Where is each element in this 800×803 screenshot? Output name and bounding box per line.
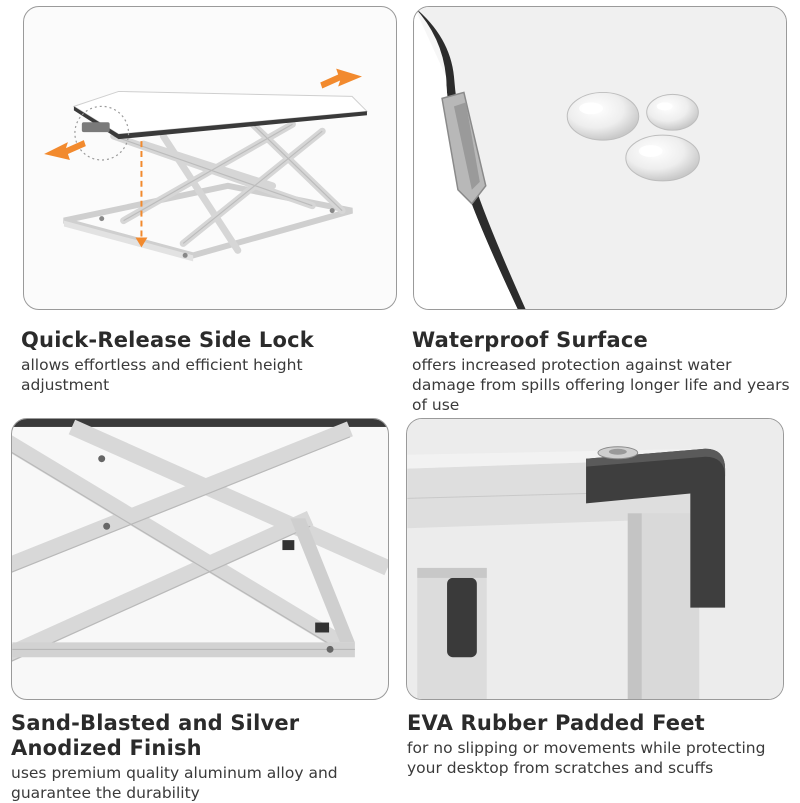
feature-waterproof: Waterproof Surface offers increased prot… bbox=[412, 328, 792, 415]
anodized-frame-image bbox=[11, 418, 389, 700]
feature-description: offers increased protection against wate… bbox=[412, 356, 790, 414]
feature-title: Waterproof Surface bbox=[412, 328, 648, 352]
feature-description: allows effortless and efficient height a… bbox=[21, 356, 303, 394]
feature-title: EVA Rubber Padded Feet bbox=[407, 711, 705, 735]
side-lock-image bbox=[23, 6, 397, 310]
waterproof-surface-image bbox=[413, 6, 787, 310]
desk-riser-illustration bbox=[44, 68, 369, 262]
rubber-feet-image bbox=[406, 418, 784, 700]
water-droplets-illustration bbox=[414, 7, 786, 309]
padded-foot-illustration bbox=[407, 419, 783, 699]
feature-title: Sand-Blasted and Silver Anodized Finish bbox=[11, 711, 300, 760]
scissor-frame-illustration bbox=[12, 419, 388, 662]
feature-description: uses premium quality aluminum alloy and … bbox=[11, 764, 338, 802]
feature-side-lock: Quick-Release Side Lock allows effortles… bbox=[21, 328, 391, 395]
feature-title: Quick-Release Side Lock bbox=[21, 328, 314, 352]
feature-rubber-feet: EVA Rubber Padded Feet for no slipping o… bbox=[407, 711, 792, 778]
feature-description: for no slipping or movements while prote… bbox=[407, 739, 766, 777]
feature-anodized-finish: Sand-Blasted and Silver Anodized Finish … bbox=[11, 711, 391, 803]
